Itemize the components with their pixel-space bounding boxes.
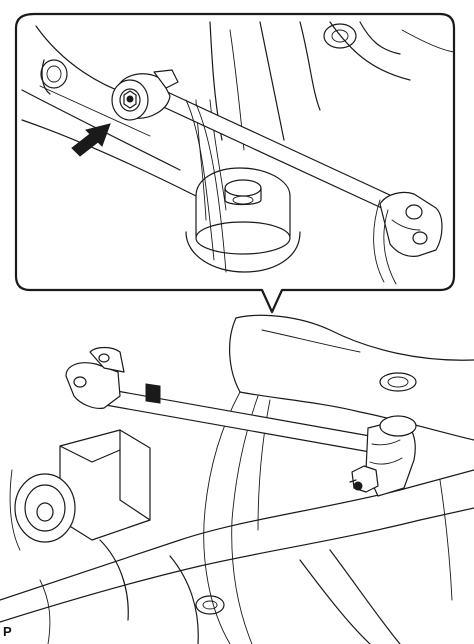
lower-assembly-view [0,314,474,644]
rear-bushing-housing [9,429,151,551]
detail-callout-panel [14,12,456,314]
arrow-icon [71,123,111,157]
figure-code: P [3,624,12,639]
callout-toe-control-rod [111,69,443,285]
toe-control-rod [65,346,417,497]
